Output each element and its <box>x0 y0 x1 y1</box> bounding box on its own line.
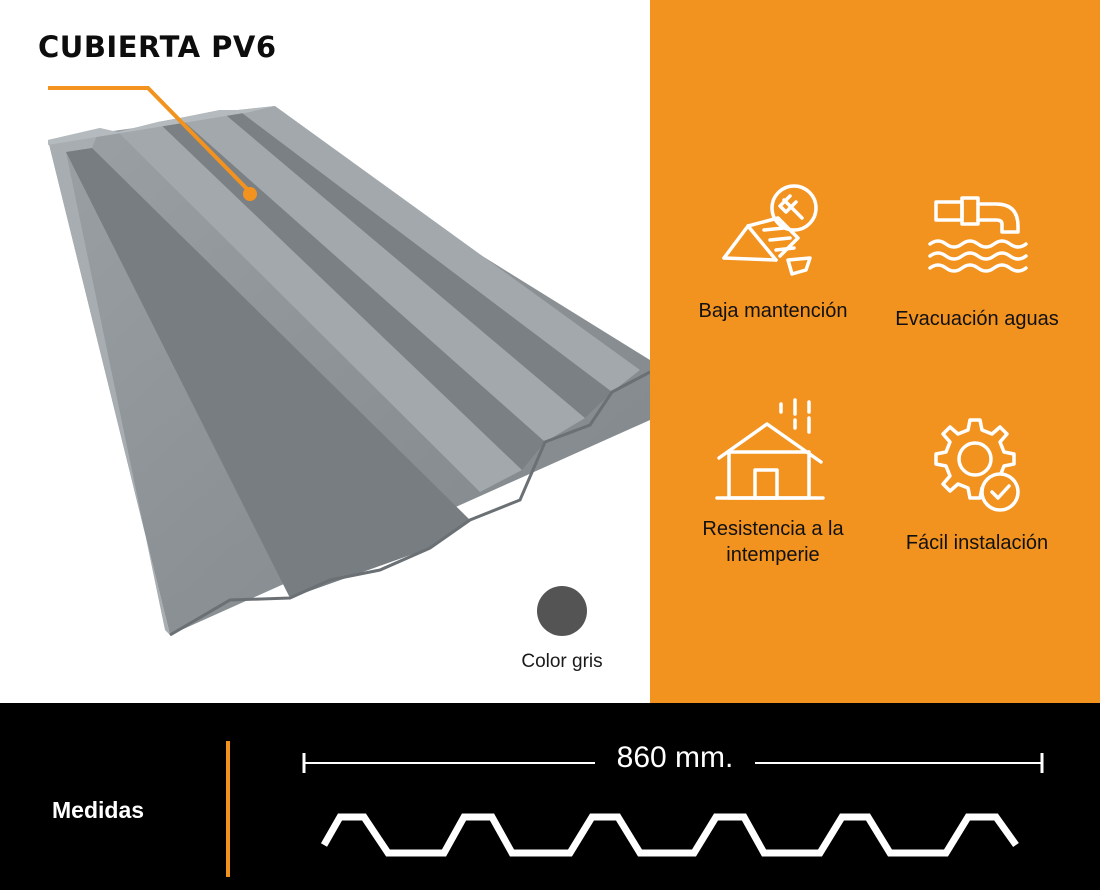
feature-evacuacion-aguas: Evacuación aguas <box>872 188 1082 332</box>
feature-label: Baja mantención <box>698 300 848 322</box>
roof-sheet-illustration <box>48 106 650 637</box>
product-image-panel: CUBIERTA PV6 Color gris <box>0 0 650 703</box>
water-drain-icon <box>928 196 1028 273</box>
measures-label: Medidas <box>52 797 145 823</box>
house-rain-icon <box>715 398 825 500</box>
feature-label: Evacuación aguas <box>895 308 1059 330</box>
dimension-value: 860 mm. <box>595 741 755 775</box>
trapezoid-profile <box>320 813 1019 857</box>
divider <box>226 741 230 877</box>
measures-bar: Medidas 860 mm. <box>0 703 1100 890</box>
feature-resistencia: Resistencia a la intemperie <box>668 396 878 568</box>
color-label: Color gris <box>521 651 603 672</box>
feature-baja-mantencion: Baja mantención <box>668 178 878 324</box>
features-panel: Baja mantención Evacuación aguas <box>650 0 1100 703</box>
color-swatch <box>537 586 587 636</box>
feature-facil-instalacion: Fácil instalación <box>872 414 1082 556</box>
feature-label: Resistencia a la intemperie <box>702 518 844 566</box>
gear-check-icon <box>934 418 1020 512</box>
callout-line <box>48 86 257 201</box>
feature-label: Fácil instalación <box>905 532 1049 554</box>
roof-maintenance-icon <box>722 184 818 276</box>
product-title: CUBIERTA PV6 <box>38 30 277 64</box>
